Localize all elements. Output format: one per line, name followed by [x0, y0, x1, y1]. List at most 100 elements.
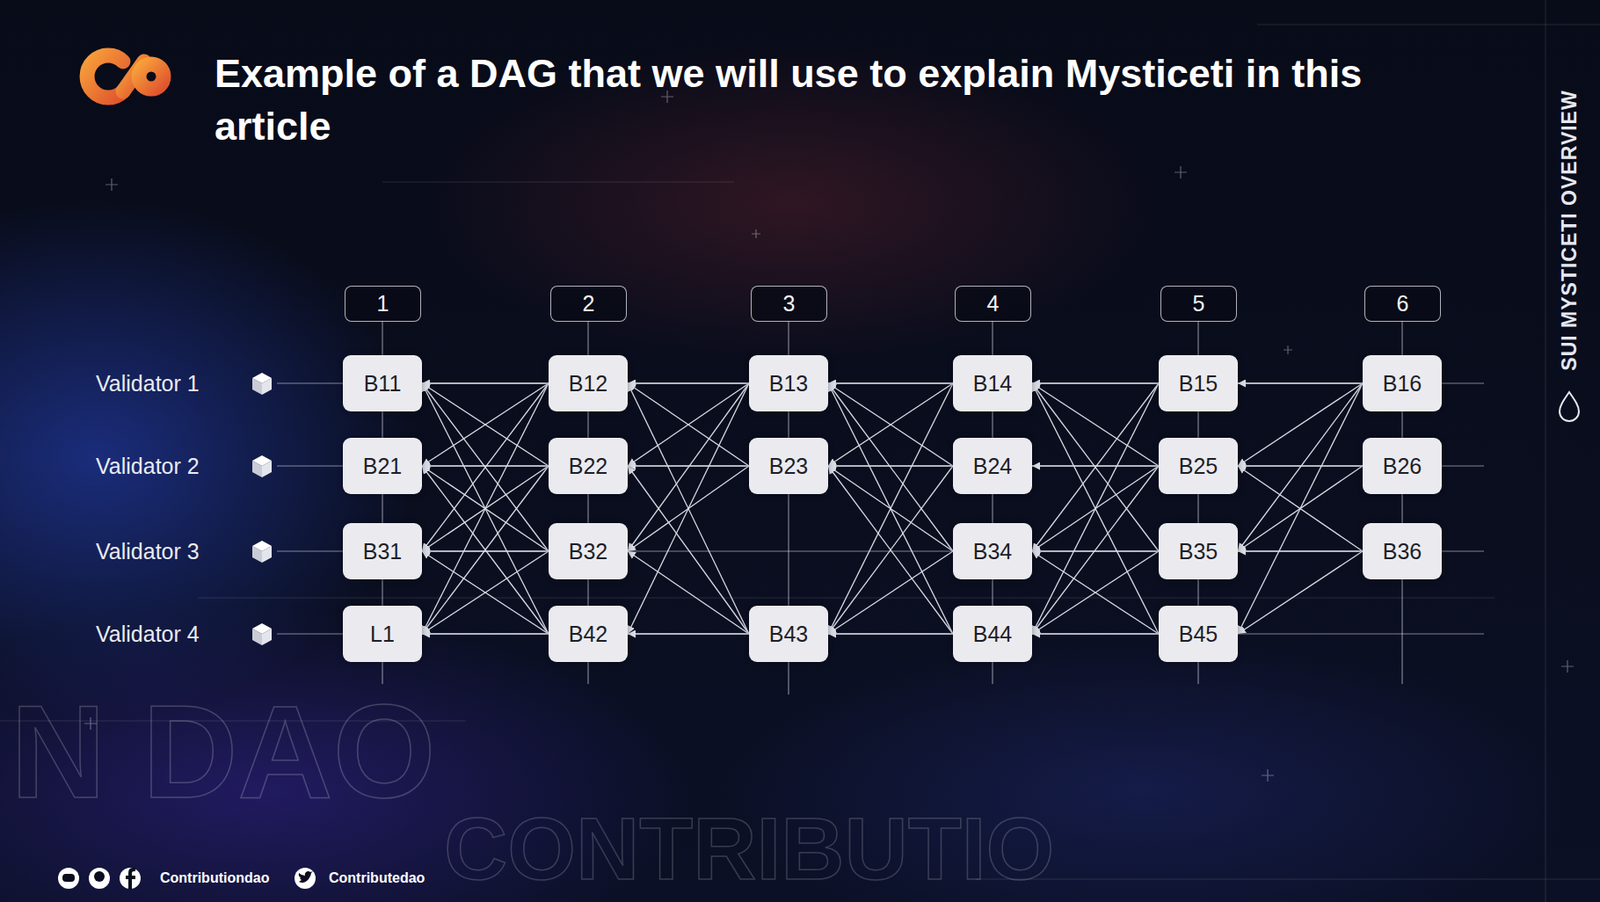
block-label: B35	[1178, 538, 1218, 565]
round-number: 2	[582, 290, 596, 317]
reference-arrow	[627, 383, 750, 552]
watermark: CONTRIBUTIO	[443, 804, 1055, 893]
reference-arrow	[1237, 465, 1363, 552]
slide-title: Example of a DAG that we will use to exp…	[214, 47, 1428, 153]
block-box: B43	[749, 605, 829, 662]
reference-arrow	[627, 465, 750, 466]
reference-arrow	[421, 383, 549, 634]
reference-arrow	[1032, 383, 1159, 552]
reference-arrow	[1237, 550, 1363, 552]
block-box: B16	[1362, 355, 1442, 412]
grid-lines	[276, 320, 1484, 695]
reference-arrow	[828, 632, 953, 634]
round-number: 3	[783, 290, 796, 317]
reference-arrow	[421, 632, 549, 634]
reference-arrow	[1032, 382, 1159, 384]
reference-arrow	[1032, 551, 1159, 634]
reference-arrow	[828, 465, 953, 634]
block-label: B32	[568, 538, 608, 565]
reference-arrow	[627, 383, 750, 634]
logo	[87, 54, 164, 98]
block-label: B14	[973, 370, 1012, 397]
block-box: B25	[1158, 437, 1238, 495]
block-label: B45	[1178, 621, 1218, 648]
footer-handle: Contributedao	[328, 870, 425, 887]
reference-arrow	[421, 383, 549, 466]
social-icons	[58, 867, 316, 889]
validator-label: Validator 2	[95, 453, 200, 480]
reference-arrow	[421, 383, 549, 634]
reference-arrow	[627, 632, 750, 634]
reference-arrow	[627, 383, 750, 634]
block-label: B23	[769, 453, 808, 480]
block-box: B14	[952, 355, 1033, 412]
reference-arrow	[1032, 550, 1159, 552]
reference-arrow	[421, 382, 549, 384]
block-box: B23	[749, 437, 829, 495]
block-label: B43	[769, 621, 808, 648]
block-label: B22	[568, 453, 608, 480]
reference-arrow	[421, 383, 549, 466]
reference-arrow	[421, 383, 549, 552]
validator-label: Validator 1	[95, 370, 200, 397]
round-header: 5	[1160, 285, 1237, 322]
reference-arrow	[1032, 383, 1159, 552]
reference-arrow	[1237, 383, 1363, 466]
reference-arrow	[828, 465, 953, 634]
reference-arrow	[828, 551, 953, 634]
round-number: 5	[1192, 290, 1206, 317]
reference-arrow	[627, 465, 750, 634]
reference-arrow	[627, 382, 750, 384]
block-box: B12	[548, 355, 628, 412]
block-label: B44	[973, 621, 1012, 648]
sparkles	[84, 90, 1574, 782]
block-label: B13	[769, 370, 808, 397]
footer-handle: Contributiondao	[160, 870, 270, 887]
block-box: B13	[749, 355, 829, 412]
round-number: 6	[1396, 290, 1410, 317]
reference-arrow	[1032, 465, 1159, 634]
block-box: B31	[342, 523, 422, 580]
block-box: B36	[1362, 523, 1442, 580]
block-box: L1	[342, 605, 422, 662]
block-label: B31	[363, 538, 402, 565]
block-label: B12	[568, 370, 608, 397]
validator-label: Validator 4	[95, 621, 200, 648]
block-label: B36	[1382, 538, 1422, 565]
block-box: B44	[952, 605, 1033, 662]
round-header: 2	[550, 285, 627, 322]
block-box: B21	[342, 437, 422, 495]
block-label: B26	[1382, 453, 1422, 480]
reference-arrow	[1032, 632, 1159, 634]
block-box: B11	[342, 355, 422, 412]
block-label: B24	[973, 453, 1012, 480]
block-label: B11	[363, 370, 402, 397]
round-header: 6	[1364, 285, 1441, 322]
reference-arrow	[421, 465, 549, 634]
block-box: B34	[952, 523, 1033, 580]
block-box: B15	[1158, 355, 1238, 412]
block-label: B34	[973, 538, 1012, 565]
reference-arrow	[1032, 383, 1159, 466]
reference-arrow	[1237, 465, 1363, 466]
block-box: B32	[548, 523, 628, 580]
reference-arrow	[828, 383, 953, 634]
reference-arrow	[1237, 383, 1363, 552]
round-number: 1	[377, 290, 390, 317]
reference-arrow	[1032, 383, 1159, 634]
block-label: B21	[363, 453, 402, 480]
reference-arrow	[627, 551, 750, 634]
round-number: 4	[987, 290, 1000, 317]
reference-arrow	[421, 465, 549, 634]
block-label: L1	[370, 621, 395, 648]
side-heading: SUI MYSTICETI OVERVIEW	[1557, 89, 1582, 371]
reference-arrow	[1237, 383, 1363, 634]
reference-arrow	[828, 383, 953, 634]
reference-arrow	[1237, 382, 1363, 384]
reference-arrow	[828, 383, 953, 466]
watermark: N DAO	[10, 685, 436, 818]
block-box: B45	[1158, 605, 1238, 662]
